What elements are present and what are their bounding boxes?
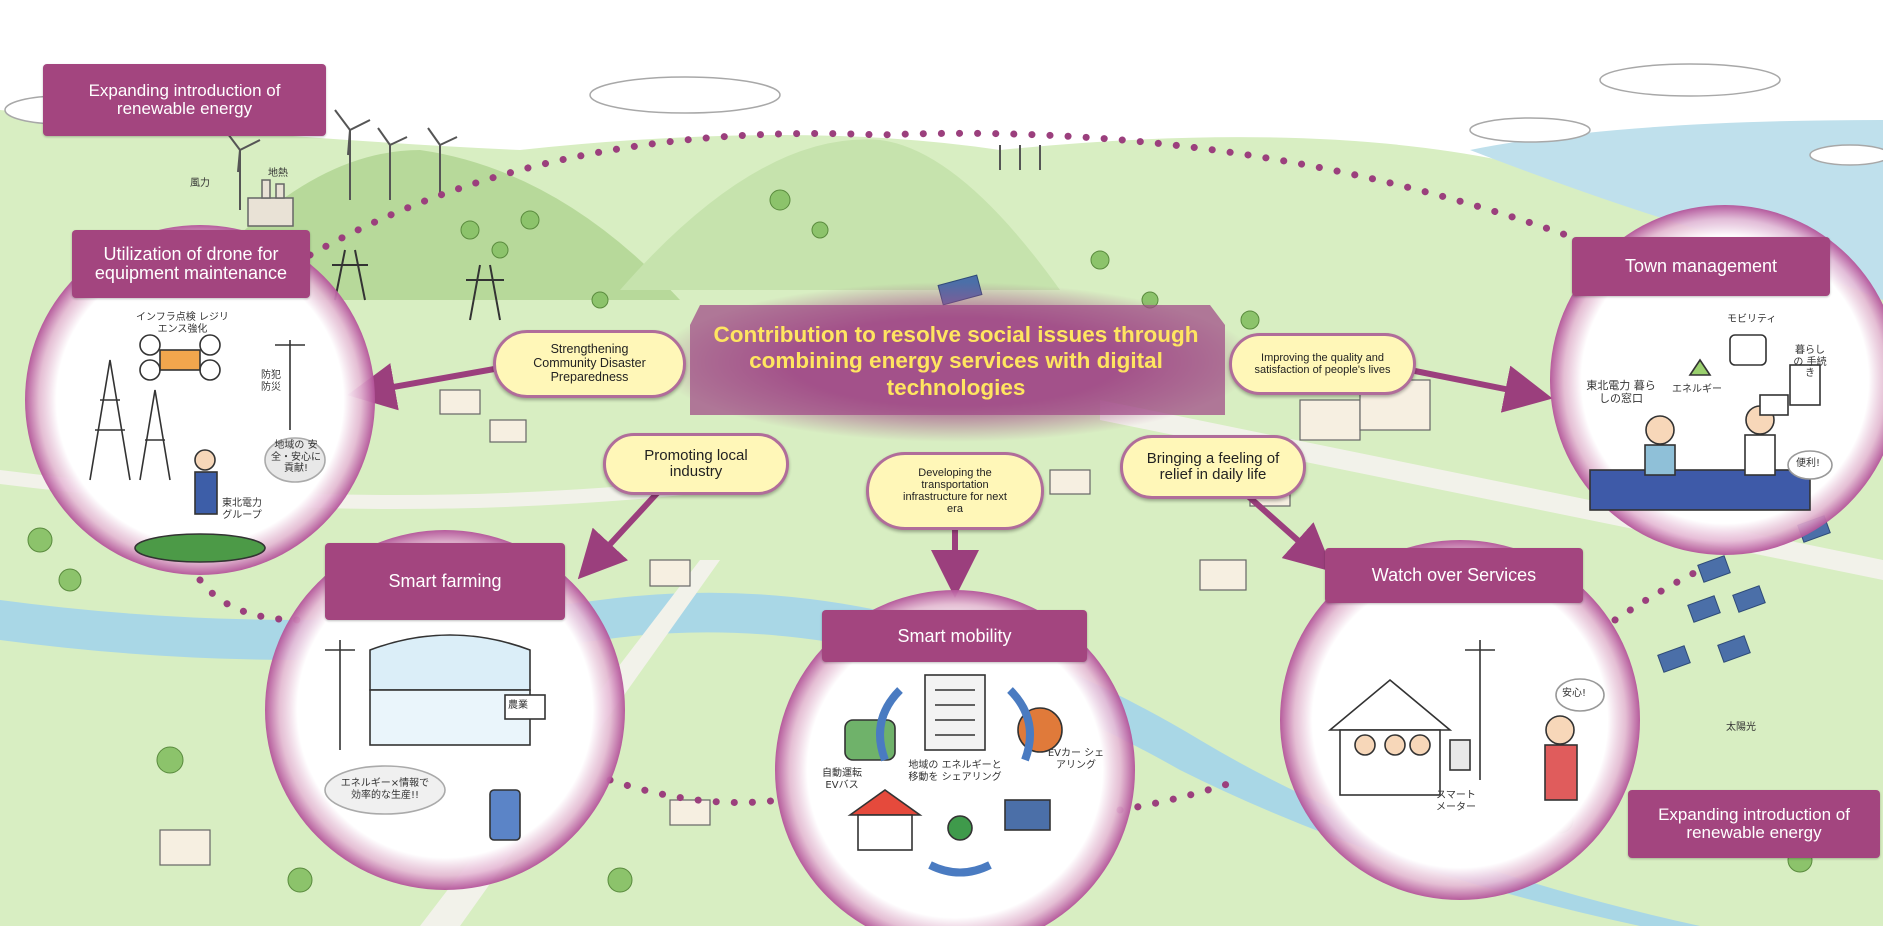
jp-anshin: 安心! [1562,688,1587,699]
circle-drone [25,225,375,575]
label-smart-mobility: Smart mobility [822,610,1087,662]
pill-quality-text: Improving the quality and satisfaction o… [1254,351,1391,376]
center-hill [620,139,1060,290]
town-scene [1589,334,1833,511]
label-drone: Utilization of drone for equipment maint… [72,230,310,298]
center-title: Contribution to resolve social issues th… [713,322,1199,400]
pill-transport: Developing the transportation infrastruc… [866,452,1044,530]
jp-tohoku-window: 東北電力 暮らしの窓口 [1586,379,1656,405]
label-renewable-right: Expanding introduction of renewable ener… [1628,790,1880,858]
jp-ev-car: EVカー シェアリング [1047,748,1105,771]
jp-energy-info: エネルギー×情報で 効率的な生産!! [340,778,430,801]
jp-energy: エネルギー [1672,384,1722,395]
jp-geothermal: 地熱 [268,168,288,179]
jp-smart-meter: スマート メーター [1436,790,1476,813]
pill-disaster: Strengthening Community Disaster Prepare… [493,330,686,398]
label-watch-over: Watch over Services [1325,548,1583,603]
pill-quality: Improving the quality and satisfaction o… [1229,333,1416,395]
jp-tohoku-group: 東北電力 グループ [222,498,262,521]
label-smart-mobility-text: Smart mobility [897,625,1012,646]
river [0,592,1700,926]
label-watch-over-text: Watch over Services [1371,565,1537,586]
drone-scene [89,334,326,563]
dotted-arc [306,129,1584,259]
label-town-management: Town management [1572,237,1830,296]
pill-relief-text: Bringing a feeling of relief in daily li… [1146,449,1280,483]
jp-infra: インフラ点検 レジリエンス強化 [136,312,229,335]
label-renewable-left: Expanding introduction of renewable ener… [43,64,326,136]
geothermal-plant [247,179,294,227]
jp-sharing: 地域の エネルギーと移動を シェアリング [908,760,1002,783]
watch-scene [1327,640,1605,801]
jp-anzen: 地域の 安全・安心に 貢献! [271,440,321,474]
farming-scene [324,634,546,841]
jp-solar: 太陽光 [1726,722,1756,733]
label-smart-farming: Smart farming [325,543,565,620]
label-drone-text: Utilization of drone for equipment maint… [94,244,288,283]
pill-disaster-text: Strengthening Community Disaster Prepare… [533,342,646,384]
dotted-link-farm-mobility [606,776,784,806]
dotted-link-mobility-watch [1116,776,1244,814]
circle-watch [1280,540,1640,900]
label-renewable-left-text: Expanding introduction of renewable ener… [88,81,281,118]
jp-bousai: 防犯 防災 [261,370,281,393]
jp-kurashi: 暮らしの 手続き [1793,345,1827,379]
center-panel [690,305,1225,415]
label-town-management-text: Town management [1624,256,1778,277]
pill-relief: Bringing a feeling of relief in daily li… [1120,435,1306,499]
label-smart-farming-text: Smart farming [388,571,502,592]
jp-wind: 風力 [190,178,210,189]
jp-mobility: モビリティ [1727,314,1777,325]
pill-local-industry: Promoting local industry [603,433,789,495]
label-renewable-right-text: Expanding introduction of renewable ener… [1658,805,1850,842]
jp-auto-bus: 自動運転 EVバス [822,768,862,791]
jp-farm-sign: 農業 [508,700,528,711]
dotted-link-right [1611,566,1704,624]
jp-benri: 便利! [1796,458,1821,469]
pill-local-industry-text: Promoting local industry [644,446,748,480]
pill-transport-text: Developing the transportation infrastruc… [903,466,1007,516]
mobility-scene [844,674,1063,877]
wind-turbines [224,109,1041,210]
